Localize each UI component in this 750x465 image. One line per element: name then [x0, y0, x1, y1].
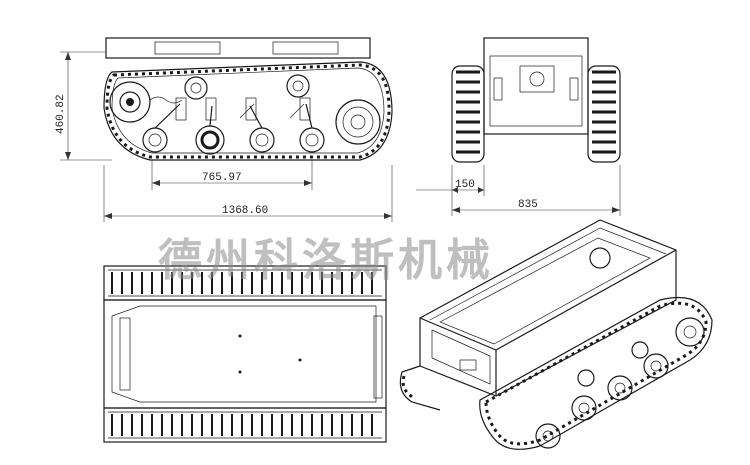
front-view: 150 835	[416, 37, 621, 216]
top-view	[103, 265, 387, 443]
width-dimension-label: 835	[518, 199, 538, 211]
watermark-text: 德州科洛斯机械	[158, 235, 494, 286]
side-view: 460.82 765.97 1368.60	[55, 37, 393, 222]
track-width-dimension-label: 150	[455, 179, 475, 191]
isometric-view	[399, 219, 713, 450]
length-dimension-label: 1368.60	[222, 205, 268, 217]
wheelbase-dimension-label: 765.97	[202, 172, 242, 184]
height-dimension-label: 460.82	[55, 94, 67, 134]
